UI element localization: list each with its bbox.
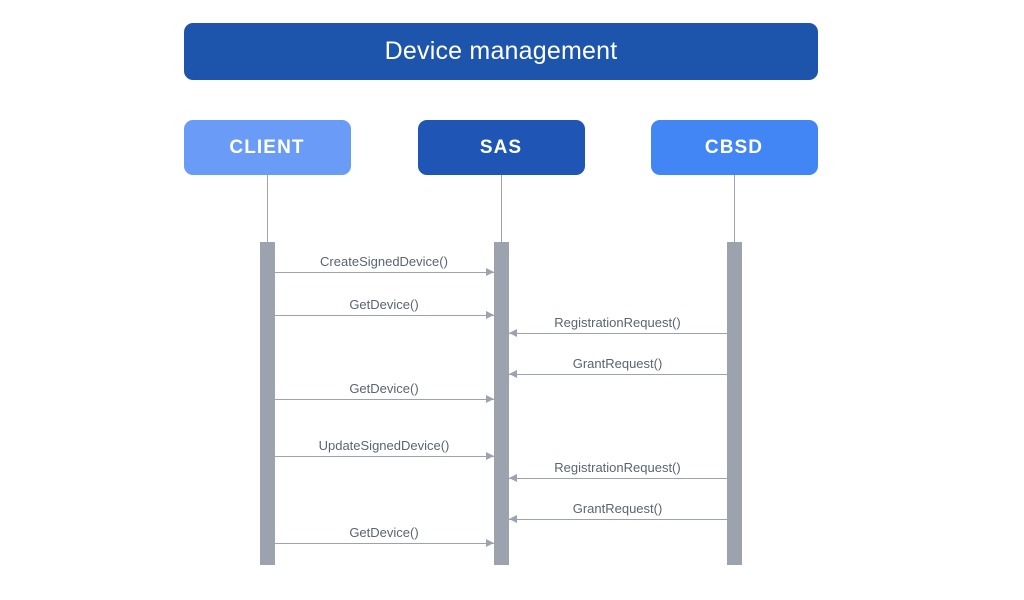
arrow-head-left-icon: [508, 329, 517, 337]
message-label: CreateSignedDevice(): [320, 254, 448, 269]
lifeline-cbsd: [734, 175, 735, 242]
message-label: GetDevice(): [349, 525, 419, 540]
participant-label-sas: SAS: [479, 137, 523, 158]
message-arrow: CreateSignedDevice(): [274, 255, 494, 276]
message-arrow: RegistrationRequest(): [508, 316, 727, 337]
arrow-head-right-icon: [485, 311, 494, 319]
message-arrow: GetDevice(): [274, 298, 494, 319]
participant-label-client: CLIENT: [229, 137, 305, 158]
message-label: UpdateSignedDevice(): [318, 438, 450, 453]
message-arrow: GrantRequest(): [508, 502, 727, 523]
diagram-title-bar: Device management: [184, 23, 818, 80]
message-label: RegistrationRequest(): [554, 315, 681, 330]
message-arrow: GetDevice(): [274, 526, 494, 547]
message-label: GrantRequest(): [572, 356, 663, 371]
lifeline-client: [267, 175, 268, 242]
diagram-title: Device management: [384, 37, 618, 65]
message-arrow: GrantRequest(): [508, 357, 727, 378]
message-label: GrantRequest(): [572, 501, 663, 516]
arrow-head-right-icon: [485, 395, 494, 403]
participant-box-client[interactable]: CLIENT: [183, 120, 351, 175]
activation-bar-cbsd: [726, 242, 742, 565]
arrow-head-right-icon: [485, 268, 494, 276]
participant-box-cbsd[interactable]: CBSD: [650, 120, 818, 175]
message-arrow: RegistrationRequest(): [508, 461, 727, 482]
arrow-head-left-icon: [508, 515, 517, 523]
message-label: GetDevice(): [349, 381, 419, 396]
participant-label-cbsd: CBSD: [704, 137, 764, 158]
message-label: RegistrationRequest(): [554, 460, 681, 475]
message-arrow: UpdateSignedDevice(): [274, 439, 494, 460]
lifeline-sas: [501, 175, 502, 242]
arrow-head-left-icon: [508, 370, 517, 378]
participant-box-sas[interactable]: SAS: [417, 120, 585, 175]
arrow-head-right-icon: [485, 452, 494, 460]
arrow-head-left-icon: [508, 474, 517, 482]
activation-bar-sas: [493, 242, 509, 565]
message-arrow: GetDevice(): [274, 382, 494, 403]
activation-bar-client: [259, 242, 275, 565]
arrow-head-right-icon: [485, 539, 494, 547]
message-label: GetDevice(): [349, 297, 419, 312]
